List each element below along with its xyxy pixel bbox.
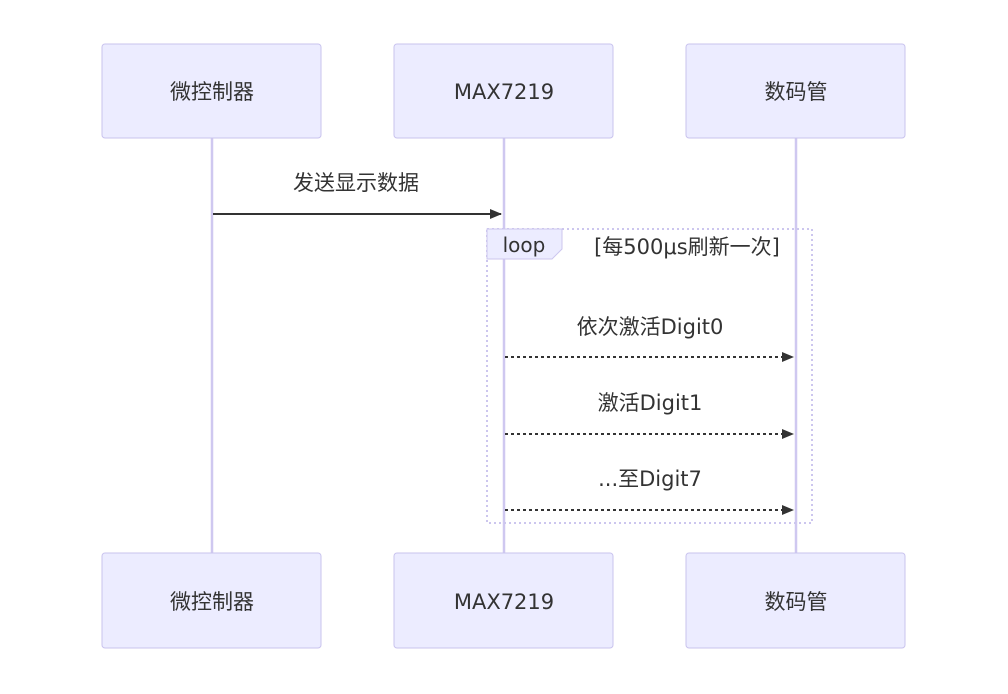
- actor-max7219-bottom: MAX7219: [393, 552, 614, 649]
- actor-seg-label: 数码管: [765, 80, 828, 104]
- message-label: ...至Digit7: [598, 467, 702, 491]
- actor-seg-label: 数码管: [765, 590, 828, 614]
- actor-max7219-top: MAX7219: [393, 43, 614, 139]
- actor-seg-top: 数码管: [685, 43, 906, 139]
- loop-frame: loop [每500μs刷新一次]: [486, 228, 813, 524]
- message-label: 发送显示数据: [293, 171, 419, 195]
- actor-mcu-label: 微控制器: [170, 590, 254, 614]
- message-activate-digit1: 激活Digit1: [505, 391, 794, 439]
- actor-mcu-bottom: 微控制器: [101, 552, 322, 649]
- actor-seg-bottom: 数码管: [685, 552, 906, 649]
- message-send-display-data: 发送显示数据: [213, 171, 502, 219]
- loop-tag: [486, 228, 563, 260]
- loop-label: loop: [503, 233, 546, 257]
- message-activate-digit0: 依次激活Digit0: [505, 315, 794, 362]
- message-label: 激活Digit1: [598, 391, 703, 415]
- message-label: 依次激活Digit0: [577, 315, 724, 339]
- loop-condition: [每500μs刷新一次]: [594, 235, 780, 259]
- message-to-digit7: ...至Digit7: [505, 467, 794, 515]
- actor-max7219-label: MAX7219: [454, 80, 554, 104]
- actor-max7219-label: MAX7219: [454, 590, 554, 614]
- actor-mcu-top: 微控制器: [101, 43, 322, 139]
- actor-mcu-label: 微控制器: [170, 80, 254, 104]
